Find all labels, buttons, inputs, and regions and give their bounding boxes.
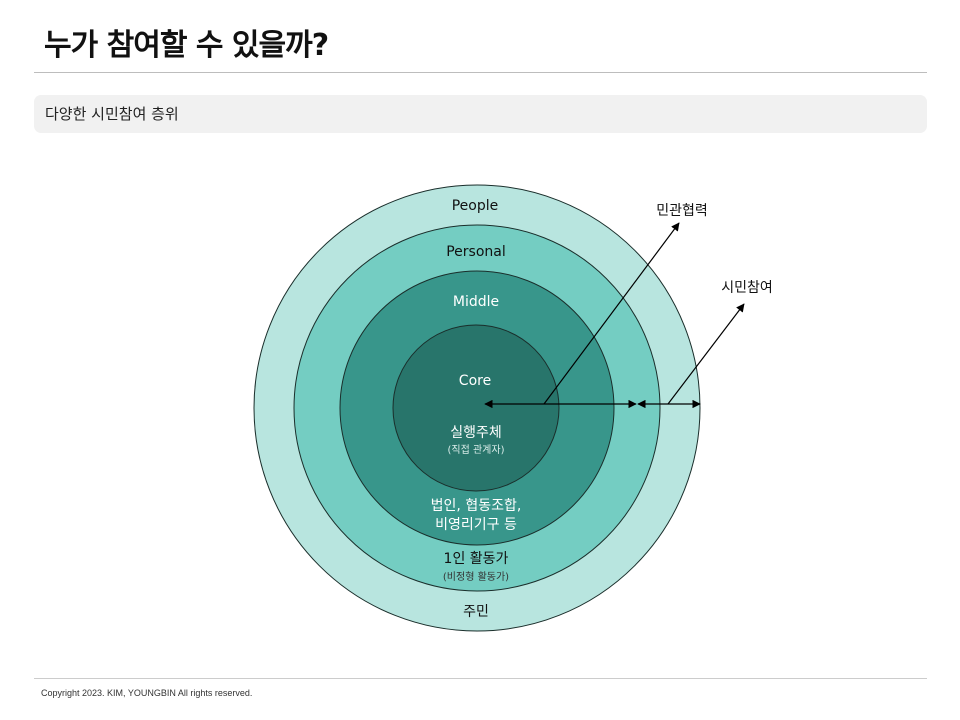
core-label: Core (459, 373, 491, 389)
core-circle (392, 324, 560, 492)
middle-member-line1: 법인, 협동조합, (431, 498, 522, 514)
people-label: People (452, 198, 499, 214)
personal-member-label: 1인 활동가 (444, 551, 509, 567)
core-member-note: (직접 관계자) (448, 444, 505, 456)
copyright-notice: Copyright 2023. KIM, YOUNGBIN All rights… (41, 688, 253, 698)
core-member-label: 실행주체 (450, 425, 502, 441)
personal-label: Personal (446, 244, 506, 260)
people-member-label: 주민 (463, 604, 489, 620)
personal-member-note: (비정형 활동가) (443, 570, 509, 583)
collaboration-label: 민관협력 (656, 203, 708, 219)
collaboration-arrow (543, 222, 680, 405)
section-label: 다양한 시민참여 층위 (45, 105, 179, 123)
footer-divider (34, 678, 927, 679)
section-header: 다양한 시민참여 층위 (34, 95, 927, 133)
middle-member-line2: 비영리기구 등 (435, 517, 517, 533)
middle-label: Middle (453, 294, 499, 310)
title-divider (34, 72, 927, 73)
participation-label: 시민참여 (721, 280, 773, 296)
page-title: 누가 참여할 수 있을까? (44, 28, 329, 63)
participation-arrow (667, 303, 745, 405)
